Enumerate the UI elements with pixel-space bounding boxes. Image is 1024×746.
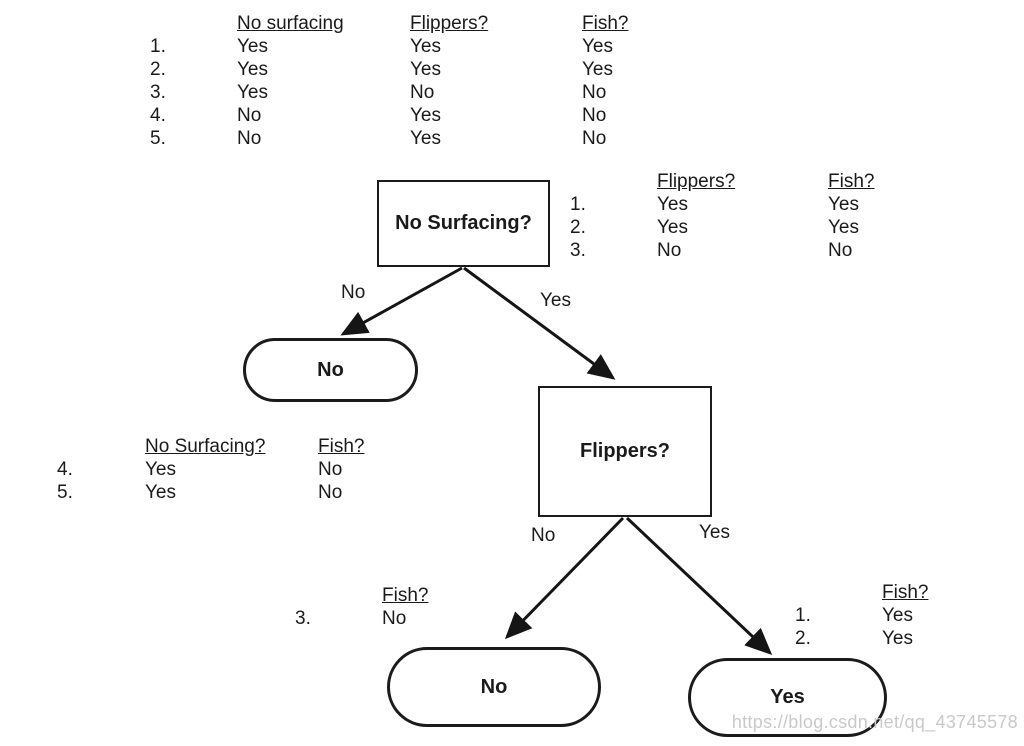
edge-label-root-no: No xyxy=(341,282,366,303)
flippers-yes-leaf-node: Yes xyxy=(688,658,887,737)
row-number: 3. xyxy=(570,240,586,261)
table-cell: No xyxy=(410,82,435,103)
row-number: 4. xyxy=(150,105,166,126)
row-number: 1. xyxy=(795,605,811,626)
flippers-no-subset-table: Fish? 3. No xyxy=(295,584,452,630)
table-cell: Yes xyxy=(410,105,441,126)
column-header: Flippers? xyxy=(657,171,736,192)
root-yes-subset-table: Flippers? Fish? 1. Yes Yes 2. Yes Yes 3.… xyxy=(570,170,898,262)
watermark-url: https://blog.csdn.net/qq_43745578 xyxy=(731,712,1018,732)
column-header: Fish? xyxy=(828,171,875,192)
edge-label-flippers-yes: Yes xyxy=(699,522,730,543)
table-cell: No xyxy=(828,240,853,261)
edge-flippers-yes-arrow xyxy=(625,516,773,656)
root-no-subset-table: No Surfacing? Fish? 4. Yes No 5. Yes No xyxy=(57,435,388,504)
table-cell: Yes xyxy=(657,194,688,215)
table-cell: No xyxy=(318,482,343,503)
table-cell: No xyxy=(382,608,407,629)
row-number: 3. xyxy=(295,608,311,629)
table-cell: Yes xyxy=(657,217,688,238)
edge-flippers-no-arrow xyxy=(504,516,625,640)
row-number: 2. xyxy=(150,59,166,80)
edge-root-yes-arrow xyxy=(463,266,616,380)
table-cell: Yes xyxy=(882,605,913,626)
table-cell: Yes xyxy=(145,459,176,480)
table-corner xyxy=(57,435,145,458)
table-cell: No xyxy=(318,459,343,480)
table-cell: No xyxy=(582,128,607,149)
table-corner xyxy=(150,12,237,35)
table-cell: Yes xyxy=(828,217,859,238)
table-cell: Yes xyxy=(410,36,441,57)
table-cell: Yes xyxy=(828,194,859,215)
table-cell: Yes xyxy=(145,482,176,503)
flippers-yes-subset-table: Fish? 1. Yes 2. Yes xyxy=(795,581,952,650)
table-cell: No xyxy=(582,105,607,126)
table-cell: Yes xyxy=(410,128,441,149)
table-cell: Yes xyxy=(410,59,441,80)
table-cell: No xyxy=(237,128,262,149)
table-cell: No xyxy=(582,82,607,103)
table-corner xyxy=(795,581,882,604)
column-header: Flippers? xyxy=(410,13,489,34)
row-number: 2. xyxy=(795,628,811,649)
dataset-table: No surfacing Flippers? Fish? 1. Yes Yes … xyxy=(150,12,652,150)
table-cell: Yes xyxy=(237,59,268,80)
row-number: 5. xyxy=(150,128,166,149)
row-number: 4. xyxy=(57,459,73,480)
column-header: Fish? xyxy=(318,436,365,457)
edge-label-root-yes: Yes xyxy=(540,290,571,311)
column-header: No Surfacing? xyxy=(145,436,266,457)
root-decision-node: No Surfacing? xyxy=(377,180,550,267)
table-cell: Yes xyxy=(582,36,613,57)
edge-root-no-arrow xyxy=(340,266,463,336)
table-cell: Yes xyxy=(882,628,913,649)
flippers-decision-node: Flippers? xyxy=(538,386,712,517)
table-corner xyxy=(295,584,382,607)
edge-label-flippers-no: No xyxy=(531,525,556,546)
table-cell: Yes xyxy=(582,59,613,80)
row-number: 1. xyxy=(570,194,586,215)
table-corner xyxy=(570,170,657,193)
row-number: 1. xyxy=(150,36,166,57)
table-cell: No xyxy=(237,105,262,126)
table-cell: Yes xyxy=(237,82,268,103)
root-no-leaf-node: No xyxy=(243,338,418,402)
column-header: No surfacing xyxy=(237,13,344,34)
column-header: Fish? xyxy=(382,585,429,606)
row-number: 5. xyxy=(57,482,73,503)
row-number: 3. xyxy=(150,82,166,103)
column-header: Fish? xyxy=(882,582,929,603)
column-header: Fish? xyxy=(582,13,629,34)
row-number: 2. xyxy=(570,217,586,238)
flippers-no-leaf-node: No xyxy=(387,647,601,727)
table-cell: Yes xyxy=(237,36,268,57)
table-cell: No xyxy=(657,240,682,261)
